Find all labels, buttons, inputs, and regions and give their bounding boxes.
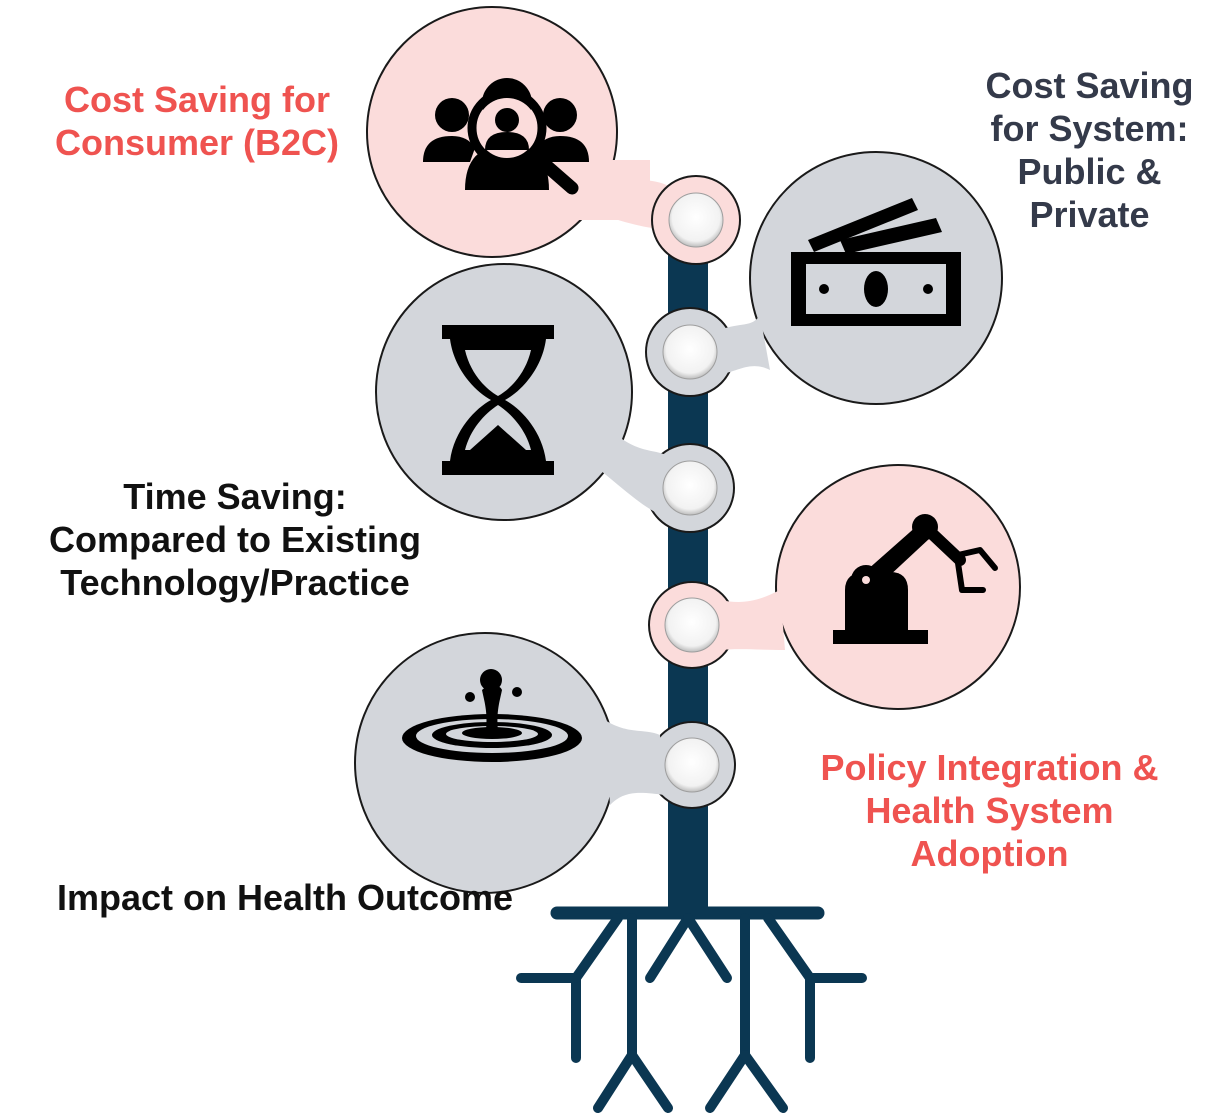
label-line: Technology/Practice [60,562,410,603]
node-cost-saving-consumer [366,6,741,265]
node-health-outcome [354,632,736,894]
people-search-icon [423,78,589,195]
label-line: Public & [1017,151,1162,192]
label-line: Policy Integration & [820,747,1159,788]
hourglass-icon [442,325,554,475]
label-line: Health System [865,790,1114,831]
label-cost-saving-system: Cost Saving for System: Public & Private [962,64,1217,236]
label-line: Impact on Health Outcome [56,877,514,918]
label-health-outcome: Impact on Health Outcome [0,876,570,919]
label-line: Time Saving: [123,476,347,517]
node-time-saving [375,263,735,533]
label-line: Compared to Existing [48,519,422,560]
knob [664,597,720,653]
knob [668,192,724,248]
label-line: Adoption [910,833,1069,874]
label-line: Private [1029,194,1150,235]
tree-roots [516,913,867,1113]
label-line: Cost Saving for [63,79,331,120]
label-time-saving: Time Saving: Compared to Existing Techno… [0,475,470,604]
knob [664,737,720,793]
label-line: Consumer (B2C) [54,122,340,163]
knob [662,324,718,380]
money-stack-icon [791,198,961,326]
robotic-arm-icon [833,514,998,644]
label-policy-integration: Policy Integration & Health System Adopt… [772,746,1207,875]
label-line: for System: [990,108,1189,149]
knob [662,460,718,516]
node-cost-saving-system [645,151,1003,405]
node-policy-integration [648,464,1021,710]
label-cost-saving-consumer: Cost Saving for Consumer (B2C) [22,78,372,164]
water-ripple-icon [402,669,582,762]
label-line: Cost Saving [985,65,1194,106]
